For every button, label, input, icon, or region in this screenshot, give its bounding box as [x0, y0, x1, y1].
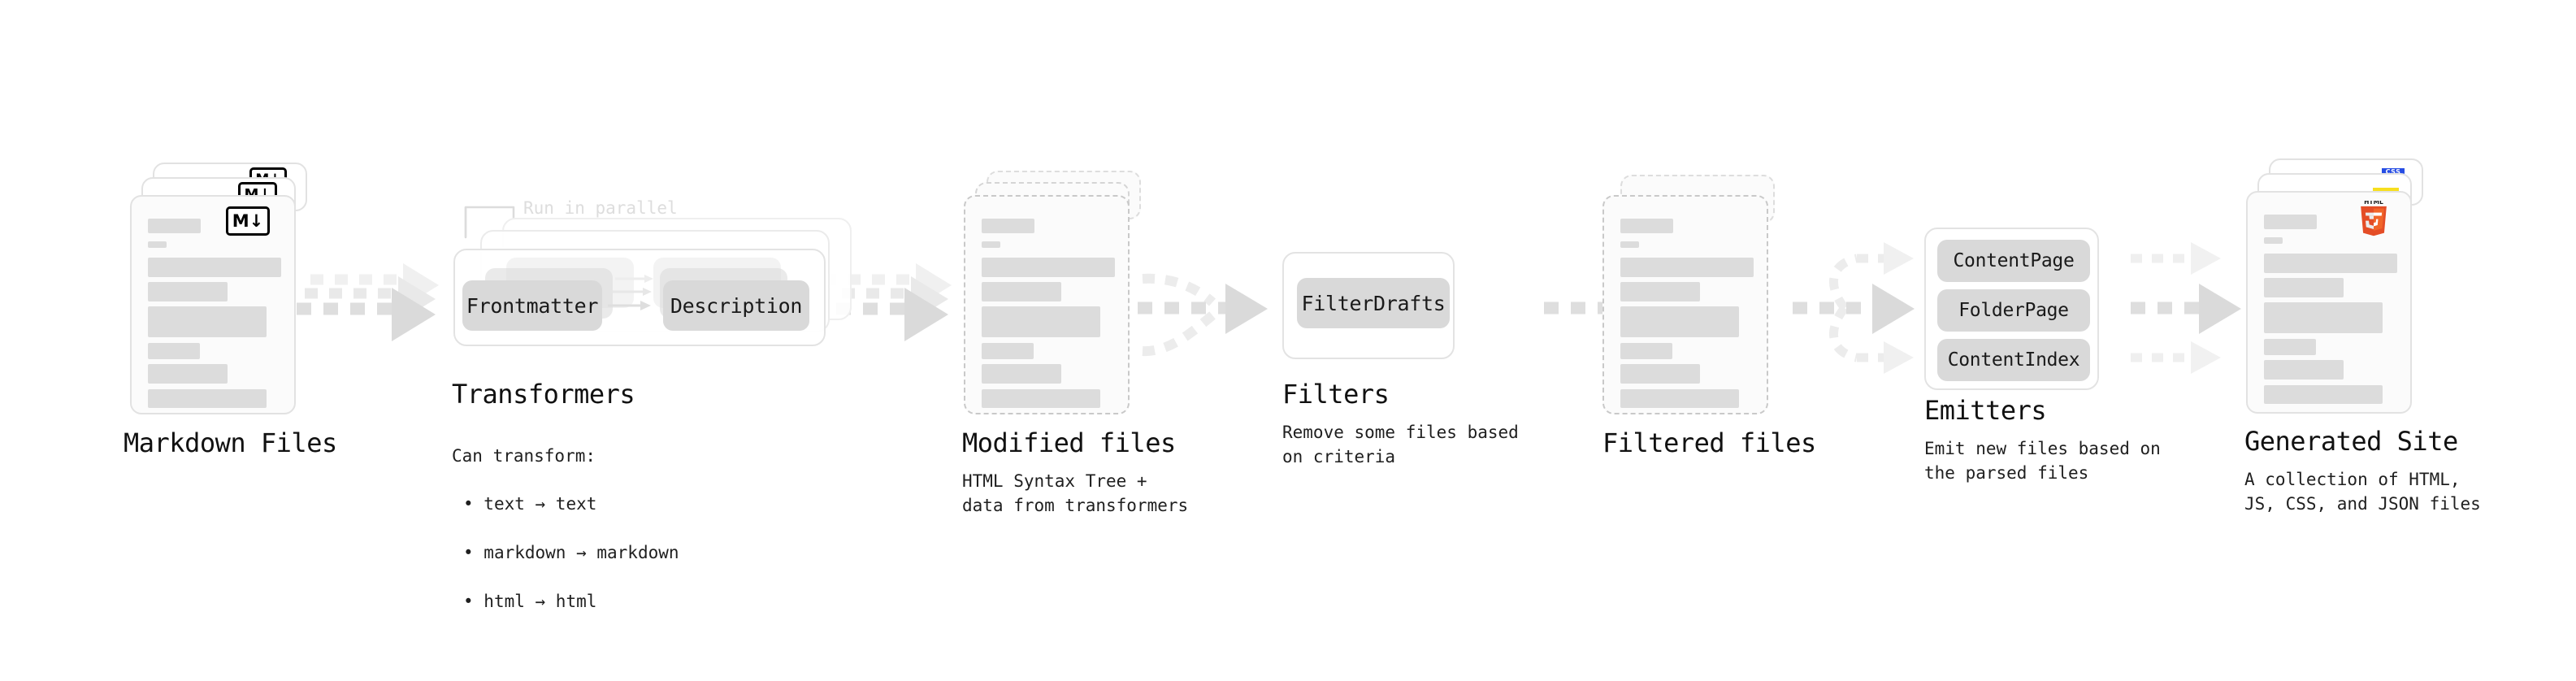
transformers-bullet-1: • markdown → markdown: [463, 543, 679, 563]
transformers-subtitle-line: Can transform:: [452, 445, 596, 466]
modified-files-subtitle: HTML Syntax Tree + data from transformer…: [962, 471, 1189, 515]
generated-site-subtitle: A collection of HTML, JS, CSS, and JSON …: [2244, 470, 2481, 514]
emitters-box: ContentPage FolderPage ContentIndex: [1924, 228, 2099, 390]
doc-content-bar: [148, 282, 228, 301]
doc-meta-bar: [1620, 241, 1639, 248]
transformer-pill-frontmatter[interactable]: Frontmatter: [462, 280, 602, 331]
html5-icon: HTML: [2356, 198, 2392, 240]
doc-content-bar: [2264, 385, 2383, 404]
doc-content-bar: [1620, 258, 1754, 277]
doc-title-bar: [148, 219, 201, 233]
markdown-badge-label: M↓: [232, 210, 264, 231]
emitters-subtitle: Emit new files based on the parsed files: [1924, 439, 2161, 483]
filtered-files-title: Filtered files: [1602, 427, 1816, 458]
doc-content-bar: [148, 364, 228, 384]
doc-meta-bar: [982, 241, 1000, 248]
doc-content-bar: [982, 306, 1100, 337]
doc-content-bar: [1620, 364, 1700, 384]
arrow-filtered-to-emitters: [1793, 242, 1915, 374]
doc-content-bar: [2264, 254, 2397, 273]
filters-box: FilterDrafts: [1282, 252, 1455, 359]
emitter-pill-contentpage[interactable]: ContentPage: [1937, 240, 2090, 282]
filter-pill-filterdrafts[interactable]: FilterDrafts: [1297, 278, 1450, 328]
doc-content-bar: [148, 343, 200, 359]
doc-title-bar: [982, 219, 1034, 233]
run-in-parallel-note: Run in parallel: [523, 198, 678, 218]
modified-card-front: [964, 195, 1130, 414]
transformer-pill-label: Description: [670, 293, 803, 318]
filtered-card-front: [1602, 195, 1768, 414]
markdown-card-front: [130, 195, 296, 414]
arrow-modified-to-filters: [1138, 273, 1268, 357]
transformers-bullet-2: • html → html: [463, 591, 597, 611]
emitter-pill-contentindex[interactable]: ContentIndex: [1937, 339, 2090, 381]
doc-content-bar: [982, 282, 1061, 301]
doc-content-bar: [982, 364, 1061, 384]
doc-content-bar: [982, 389, 1100, 408]
generated-site-title: Generated Site: [2244, 426, 2458, 457]
transformers-bullet-0: • text → text: [463, 494, 597, 514]
transformer-pill-label: Frontmatter: [466, 293, 599, 318]
doc-content-bar: [1620, 282, 1700, 301]
filters-subtitle: Remove some files based on criteria: [1282, 423, 1519, 466]
html5-icon-svg: HTML: [2361, 198, 2387, 236]
doc-title-bar: [1620, 219, 1673, 233]
emitter-pill-label: ContentPage: [1953, 250, 2075, 271]
doc-content-bar: [982, 258, 1115, 277]
doc-meta-bar: [2264, 237, 2283, 244]
doc-content-bar: [148, 258, 281, 277]
filters-title: Filters: [1282, 379, 1390, 410]
doc-content-bar: [2264, 339, 2316, 355]
emitter-pill-label: FolderPage: [1958, 300, 2069, 321]
emitter-pill-label: ContentIndex: [1947, 349, 2080, 371]
doc-content-bar: [1620, 306, 1739, 337]
doc-content-bar: [2264, 278, 2344, 297]
doc-content-bar: [1620, 343, 1672, 359]
doc-content-bar: [1620, 389, 1739, 408]
doc-content-bar: [2264, 302, 2383, 333]
bullet-text: text → text: [484, 494, 597, 514]
doc-title-bar: [2264, 215, 2317, 229]
doc-content-bar: [148, 389, 267, 408]
css-badge-label: CSS: [2385, 168, 2401, 176]
doc-content-bar: [2264, 360, 2344, 380]
transformers-subtitle: Can transform: • text → text • markdown …: [452, 420, 679, 638]
bullet-text: html → html: [484, 591, 597, 611]
markdown-badge-front: M↓: [226, 206, 270, 236]
doc-content-bar: [148, 306, 267, 337]
emitters-title: Emitters: [1924, 395, 2047, 426]
filter-pill-label: FilterDrafts: [1301, 291, 1446, 315]
svg-text:HTML: HTML: [2364, 201, 2383, 206]
bullet-text: markdown → markdown: [484, 543, 679, 563]
arrow-markdown-to-transformers: [297, 263, 439, 341]
arrow-emitters-to-site: [2131, 242, 2241, 374]
transformers-title: Transformers: [452, 379, 635, 410]
emitter-pill-folderpage[interactable]: FolderPage: [1937, 289, 2090, 332]
doc-content-bar: [982, 343, 1034, 359]
modified-files-title: Modified files: [962, 427, 1176, 458]
transformer-pill-description[interactable]: Description: [663, 280, 809, 331]
doc-meta-bar: [148, 241, 167, 248]
markdown-files-title: Markdown Files: [124, 427, 337, 458]
